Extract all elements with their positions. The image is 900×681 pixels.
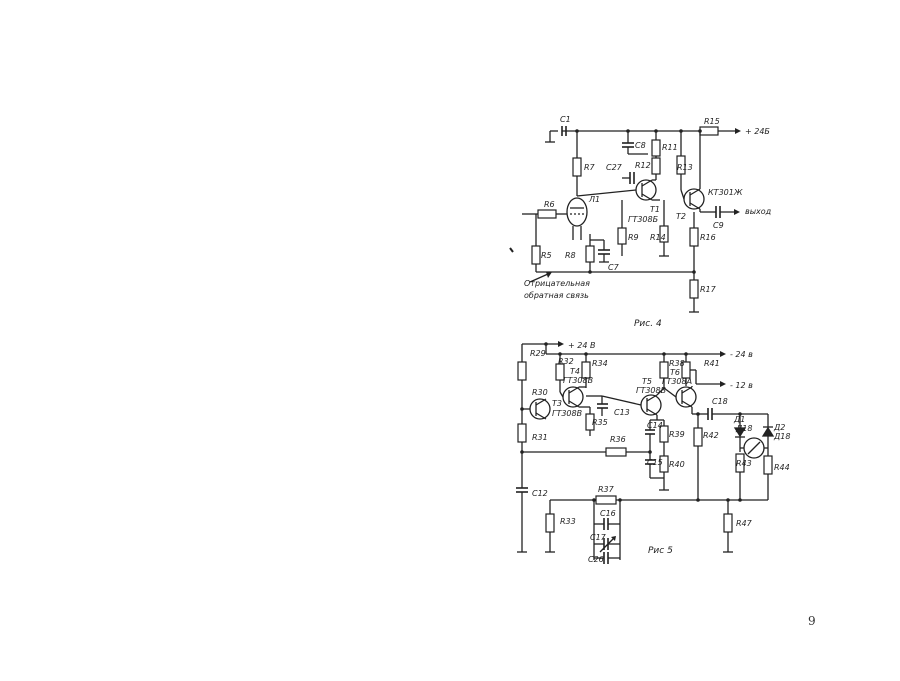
- label-c8: C8: [635, 141, 646, 150]
- label-r42: R42: [703, 431, 719, 440]
- figure-4-schematic: [522, 126, 741, 313]
- label-r38: R38: [669, 359, 685, 368]
- label-t5: T5: [642, 377, 652, 386]
- label-t4: T4: [570, 367, 580, 376]
- label-c9: C9: [713, 221, 724, 230]
- label-r5: R5: [541, 251, 552, 260]
- label-c14: C14: [647, 421, 663, 430]
- label-r47: R47: [736, 519, 753, 528]
- label-t6: T6: [670, 368, 680, 377]
- label-r17: R17: [700, 285, 717, 294]
- label-c13: C13: [614, 408, 630, 417]
- label-r6: R6: [544, 200, 555, 209]
- label-r15: R15: [704, 117, 720, 126]
- label-t1: T1: [650, 205, 660, 214]
- label-r43: R43: [736, 459, 752, 468]
- label-t2: T2: [676, 212, 686, 221]
- label-minus24: - 24 в: [730, 350, 753, 359]
- label-c26: C26: [588, 555, 604, 564]
- label-r16: R16: [700, 233, 716, 242]
- label-output: выход: [745, 207, 772, 216]
- label-r34: R34: [592, 359, 608, 368]
- label-d1-type: Д18: [735, 424, 752, 433]
- scan-mark: [509, 247, 514, 253]
- label-supply: + 24Б: [745, 127, 770, 136]
- label-r37: R37: [598, 485, 615, 494]
- label-r40: R40: [669, 460, 685, 469]
- resistor-r15: [699, 126, 719, 136]
- label-r8: R8: [565, 251, 576, 260]
- label-t1-type: ГТ308Б: [628, 215, 659, 224]
- label-t3: T3: [552, 399, 562, 408]
- label-r14: R14: [650, 233, 666, 242]
- label-r36: R36: [610, 435, 626, 444]
- label-r12: R12: [635, 161, 651, 170]
- label-t2-type: КТ301Ж: [708, 188, 743, 197]
- page-number: 9: [808, 614, 816, 628]
- tube-l1: [566, 197, 588, 227]
- label-r30: R30: [532, 388, 548, 397]
- label-c17: C17: [590, 533, 607, 542]
- figure-5-caption: Рис 5: [648, 546, 673, 556]
- label-t4-type: ГТ308В: [563, 376, 593, 385]
- label-l1: Л1: [588, 195, 600, 204]
- label-r39: R39: [669, 430, 685, 439]
- label-c12: C12: [532, 489, 548, 498]
- label-r44: R44: [774, 463, 790, 472]
- label-minus12: - 12 в: [730, 381, 753, 390]
- label-r32: R32: [558, 357, 574, 366]
- label-c7: C7: [608, 263, 620, 272]
- label-feedback-line2: обратная связь: [524, 291, 589, 300]
- label-r29: R29: [530, 349, 546, 358]
- figure-4-caption: Рис. 4: [634, 319, 662, 329]
- label-r31: R31: [532, 433, 548, 442]
- label-r7: R7: [584, 163, 596, 172]
- label-d2-type: Д18: [773, 432, 790, 441]
- label-r9: R9: [628, 233, 639, 242]
- label-r35: R35: [592, 418, 608, 427]
- label-c18: C18: [712, 397, 728, 406]
- label-d1: Д1: [733, 415, 745, 424]
- label-t3-type: ГТ308В: [552, 409, 582, 418]
- label-c16: C16: [600, 509, 616, 518]
- label-r41: R41: [704, 359, 720, 368]
- label-t6-type: ГТ308А: [662, 377, 692, 386]
- label-t5-type: ГТ308В: [636, 386, 666, 395]
- label-plus24: + 24 В: [568, 341, 595, 350]
- label-c27: C27: [606, 163, 623, 172]
- label-r13: R13: [677, 163, 693, 172]
- figure-5-schematic: [516, 341, 775, 564]
- label-d2: Д2: [773, 423, 785, 432]
- label-c15: C15: [647, 458, 663, 467]
- label-r11: R11: [662, 143, 678, 152]
- label-r33: R33: [560, 517, 576, 526]
- label-c1: C1: [560, 115, 571, 124]
- label-feedback-line1: Отрицательная: [524, 279, 590, 288]
